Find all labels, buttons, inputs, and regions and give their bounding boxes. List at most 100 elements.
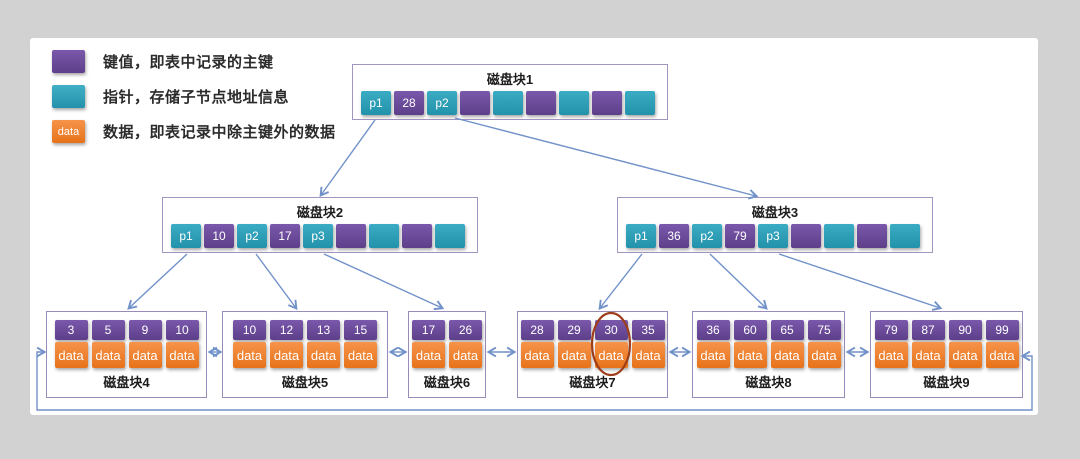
pointer-cell [625, 91, 655, 115]
pointer-cell [890, 224, 920, 248]
disk-block-6-records: 17 data 26 data [409, 320, 485, 368]
record-column: 60 data [733, 320, 767, 368]
key-cell: 28 [394, 91, 424, 115]
data-cell: data [733, 342, 767, 368]
disk-block-5-title: 磁盘块5 [281, 375, 329, 390]
data-cell: data [948, 342, 982, 368]
disk-block-7-title: 磁盘块7 [569, 375, 616, 390]
data-cell: data [911, 342, 945, 368]
data-cell: data [874, 342, 908, 368]
disk-block-4: 3 data 5 data 9 data 10 data 磁盘块4 [46, 311, 207, 398]
pointer-cell: p3 [303, 224, 333, 248]
key-cell: 13 [307, 320, 340, 340]
pointer-cell: p2 [427, 91, 457, 115]
pointer-cell [369, 224, 399, 248]
key-cell [791, 224, 821, 248]
data-cell: data [270, 342, 303, 368]
pointer-cell: p2 [237, 224, 267, 248]
data-cell: data [449, 342, 482, 368]
key-cell: 28 [520, 320, 554, 340]
key-color-swatch [52, 50, 85, 73]
key-cell [460, 91, 490, 115]
key-cell [592, 91, 622, 115]
disk-block-7-records: 28 data 29 data 30 data 35 data [518, 320, 667, 368]
disk-block-9: 79 data 87 data 90 data 99 data 磁盘块9 [870, 311, 1023, 398]
legend-label-data: 数据，即表记录中除主键外的数据 [103, 124, 336, 141]
data-cell: data [233, 342, 266, 368]
record-column: 29 data [557, 320, 591, 368]
record-column: 36 data [696, 320, 730, 368]
disk-block-1: 磁盘块1 p1 28 p2 [352, 64, 668, 120]
record-column: 87 data [911, 320, 945, 368]
key-cell: 36 [659, 224, 689, 248]
pointer-cell [493, 91, 523, 115]
data-cell: data [594, 342, 628, 368]
data-color-swatch: data [52, 120, 85, 143]
key-cell: 5 [91, 320, 125, 340]
data-cell: data [557, 342, 591, 368]
key-cell: 30 [594, 320, 628, 340]
record-column: 99 data [985, 320, 1019, 368]
data-cell: data [770, 342, 804, 368]
record-column: 10 data [165, 320, 199, 368]
key-cell [526, 91, 556, 115]
pointer-cell: p1 [171, 224, 201, 248]
disk-block-1-title: 磁盘块1 [486, 72, 534, 87]
record-column: 28 data [520, 320, 554, 368]
record-column: 10 data [233, 320, 266, 368]
record-column: 35 data [631, 320, 665, 368]
data-cell: data [165, 342, 199, 368]
record-column: 75 data [807, 320, 841, 368]
legend-row-pointer: 指针，存储子节点地址信息 [52, 85, 336, 108]
record-column: 79 data [874, 320, 908, 368]
data-cell: data [807, 342, 841, 368]
disk-block-3: 磁盘块3 p1 36 p2 79 p3 [617, 197, 933, 253]
legend-label-key: 键值，即表中记录的主键 [103, 54, 274, 71]
record-column: 12 data [270, 320, 303, 368]
disk-block-8-title: 磁盘块8 [745, 375, 792, 390]
disk-block-9-records: 79 data 87 data 90 data 99 data [871, 320, 1022, 368]
record-column: 9 data [128, 320, 162, 368]
record-column: 3 data [54, 320, 88, 368]
disk-block-8: 36 data 60 data 65 data 75 data 磁盘块8 [692, 311, 845, 398]
key-cell [857, 224, 887, 248]
key-cell: 10 [233, 320, 266, 340]
disk-block-7: 28 data 29 data 30 data 35 data 磁盘块7 [517, 311, 668, 398]
legend-row-key: 键值，即表中记录的主键 [52, 50, 336, 73]
data-cell: data [344, 342, 377, 368]
record-column: 65 data [770, 320, 804, 368]
disk-block-6: 17 data 26 data 磁盘块6 [408, 311, 486, 398]
key-cell: 35 [631, 320, 665, 340]
pointer-cell [559, 91, 589, 115]
key-cell: 29 [557, 320, 591, 340]
record-column: 15 data [344, 320, 377, 368]
disk-block-2-title: 磁盘块2 [296, 205, 344, 220]
disk-block-3-title: 磁盘块3 [751, 205, 799, 220]
key-cell: 17 [412, 320, 445, 340]
disk-block-1-cells: p1 28 p2 [361, 91, 655, 115]
disk-block-5-records: 10 data 12 data 13 data 15 data [223, 320, 387, 368]
data-cell: data [412, 342, 445, 368]
key-cell: 65 [770, 320, 804, 340]
key-cell: 3 [54, 320, 88, 340]
record-column-highlighted: 30 data [594, 320, 628, 368]
pointer-cell: p1 [626, 224, 656, 248]
disk-block-5: 10 data 12 data 13 data 15 data 磁盘块5 [222, 311, 388, 398]
data-cell: data [307, 342, 340, 368]
key-cell: 99 [985, 320, 1019, 340]
key-cell: 10 [165, 320, 199, 340]
data-cell: data [985, 342, 1019, 368]
key-cell: 87 [911, 320, 945, 340]
key-cell: 90 [948, 320, 982, 340]
pointer-cell [435, 224, 465, 248]
data-cell: data [91, 342, 125, 368]
record-column: 26 data [449, 320, 482, 368]
disk-block-2-cells: p1 10 p2 17 p3 [171, 224, 465, 248]
data-cell: data [696, 342, 730, 368]
key-cell: 75 [807, 320, 841, 340]
key-cell: 10 [204, 224, 234, 248]
key-cell: 26 [449, 320, 482, 340]
key-cell: 60 [733, 320, 767, 340]
record-column: 90 data [948, 320, 982, 368]
